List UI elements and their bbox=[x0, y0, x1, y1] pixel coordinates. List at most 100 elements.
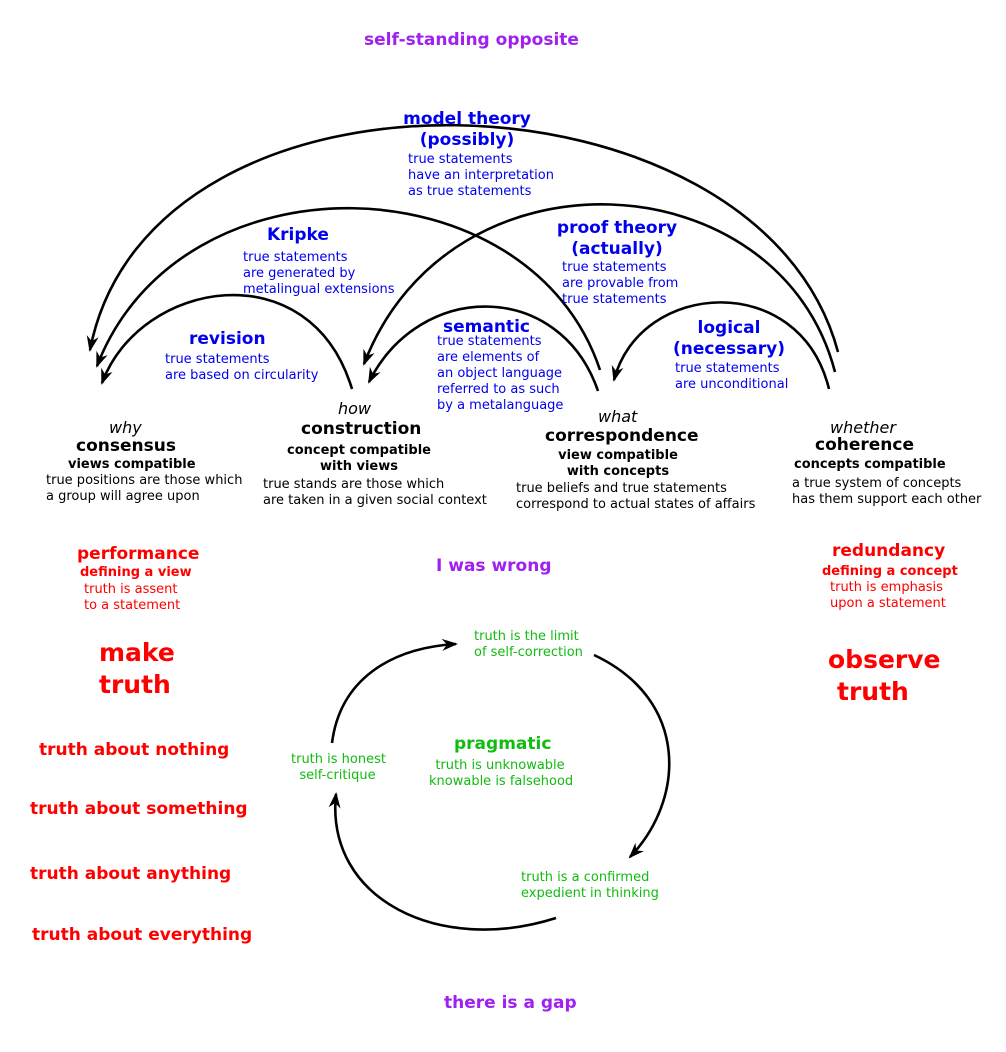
cycle-honest-line: truth is honest bbox=[291, 752, 386, 767]
kripke-line: true statements bbox=[243, 250, 348, 265]
correspondence-desc: true beliefs and true statements corresp… bbox=[516, 481, 755, 513]
correspondence-compat-line: view compatible bbox=[558, 448, 678, 463]
cycle-limit: truth is the limit of self-correction bbox=[474, 629, 583, 661]
semantic-title: semantic bbox=[443, 317, 530, 337]
cycle-limit-line: of self-correction bbox=[474, 645, 583, 660]
pragmatic-title: pragmatic bbox=[454, 734, 552, 754]
logical-line: are unconditional bbox=[675, 377, 789, 392]
cycle-honest-line: self-critique bbox=[299, 768, 376, 783]
performance-desc: truth is assent to a statement bbox=[84, 582, 180, 614]
arc-semantic bbox=[367, 305, 600, 392]
truth-about-item: truth about everything bbox=[32, 925, 253, 945]
model-theory-desc: true statements have an interpretation a… bbox=[408, 152, 554, 200]
semantic-line: are elements of bbox=[437, 350, 540, 365]
semantic-line: referred to as such bbox=[437, 382, 560, 397]
performance-line: to a statement bbox=[84, 598, 181, 613]
correspondence-desc-line: true beliefs and true statements bbox=[516, 481, 727, 496]
consensus-desc: true positions are those which a group w… bbox=[46, 473, 242, 505]
proof-theory-title: proof theory (actually) bbox=[551, 218, 683, 260]
performance-title: performance bbox=[77, 544, 200, 564]
model-theory-line: true statements bbox=[408, 152, 513, 167]
semantic-line: an object language bbox=[437, 366, 563, 381]
cycle-confirmed: truth is a confirmed expedient in thinki… bbox=[521, 870, 659, 902]
proof-theory-heading: proof theory bbox=[556, 218, 678, 238]
model-theory-line: have an interpretation bbox=[408, 168, 554, 183]
consensus-name: consensus bbox=[76, 436, 176, 456]
observe-truth: observe truth bbox=[828, 644, 941, 708]
redundancy-line: upon a statement bbox=[830, 596, 946, 611]
observe-truth-line: observe bbox=[828, 645, 941, 674]
pragmatic-line: truth is unknowable bbox=[435, 758, 565, 773]
correspondence-name: correspondence bbox=[545, 426, 699, 446]
construction-desc-line: are taken in a given social context bbox=[263, 493, 487, 508]
consensus-desc-line: a group will agree upon bbox=[46, 489, 200, 504]
cycle-confirmed-line: truth is a confirmed bbox=[521, 870, 650, 885]
correspondence-question: what bbox=[598, 407, 638, 426]
model-theory-qualifier: (possibly) bbox=[419, 130, 515, 150]
semantic-desc: true statements are elements of an objec… bbox=[437, 334, 563, 414]
performance-sub: defining a view bbox=[80, 565, 192, 580]
arc-model-theory bbox=[86, 123, 840, 353]
construction-question: how bbox=[338, 399, 372, 418]
performance-line: truth is assent bbox=[84, 582, 178, 597]
logical-title: logical (necessary) bbox=[665, 318, 793, 360]
consensus-desc-line: true positions are those which bbox=[46, 473, 243, 488]
middle-label: I was wrong bbox=[436, 556, 552, 576]
model-theory-title: model theory (possibly) bbox=[392, 109, 542, 151]
construction-compat: concept compatible with views bbox=[284, 443, 434, 475]
logical-heading: logical bbox=[697, 318, 761, 338]
truth-about-item: truth about anything bbox=[30, 864, 232, 884]
model-theory-line: as true statements bbox=[408, 184, 532, 199]
construction-desc: true stands are those which are taken in… bbox=[263, 477, 487, 509]
truth-about-item: truth about something bbox=[30, 799, 248, 819]
logical-qualifier: (necessary) bbox=[673, 339, 785, 359]
cycle-arc-limit-to-confirmed bbox=[593, 653, 671, 859]
make-truth-line: truth bbox=[99, 670, 171, 699]
model-theory-heading: model theory bbox=[403, 109, 531, 129]
redundancy-title: redundancy bbox=[832, 541, 946, 561]
proof-theory-line: true statements bbox=[562, 260, 667, 275]
kripke-line: metalingual extensions bbox=[243, 282, 395, 297]
arc-logical bbox=[611, 301, 831, 390]
coherence-name: coherence bbox=[815, 435, 915, 455]
kripke-title: Kripke bbox=[267, 225, 329, 245]
logical-line: true statements bbox=[675, 361, 780, 376]
cycle-limit-line: truth is the limit bbox=[474, 629, 579, 644]
kripke-desc: true statements are generated by metalin… bbox=[243, 250, 395, 298]
construction-name: construction bbox=[301, 419, 422, 439]
coherence-compat: concepts compatible bbox=[794, 457, 946, 472]
cycle-confirmed-line: expedient in thinking bbox=[521, 886, 659, 901]
cycle-honest: truth is honest self-critique bbox=[291, 752, 386, 784]
redundancy-line: truth is emphasis bbox=[830, 580, 943, 595]
consensus-question: why bbox=[109, 418, 142, 437]
proof-theory-line: are provable from bbox=[562, 276, 679, 291]
bottom-label: there is a gap bbox=[444, 993, 577, 1013]
logical-desc: true statements are unconditional bbox=[675, 361, 788, 393]
kripke-line: are generated by bbox=[243, 266, 356, 281]
revision-desc: true statements are based on circularity bbox=[165, 352, 318, 384]
semantic-line: by a metalanguage bbox=[437, 398, 564, 413]
observe-truth-line: truth bbox=[837, 677, 909, 706]
correspondence-compat-line: with concepts bbox=[566, 464, 670, 479]
coherence-desc: a true system of concepts has them suppo… bbox=[792, 476, 981, 508]
redundancy-sub: defining a concept bbox=[822, 564, 958, 579]
redundancy-desc: truth is emphasis upon a statement bbox=[830, 580, 946, 612]
make-truth: make truth bbox=[99, 637, 175, 701]
arc-kripke bbox=[95, 206, 602, 371]
construction-compat-line: concept compatible bbox=[287, 443, 431, 458]
cycle-arc-honest-to-limit bbox=[330, 638, 458, 744]
coherence-desc-line: a true system of concepts bbox=[792, 476, 962, 491]
cycle-arc-confirmed-to-honest bbox=[328, 792, 557, 931]
make-truth-line: make bbox=[99, 638, 175, 667]
arc-proof-theory bbox=[362, 203, 837, 373]
revision-line: true statements bbox=[165, 352, 270, 367]
correspondence-desc-line: correspond to actual states of affairs bbox=[516, 497, 756, 512]
correspondence-compat: view compatible with concepts bbox=[543, 448, 693, 480]
proof-theory-line: true statements bbox=[562, 292, 667, 307]
proof-theory-desc: true statements are provable from true s… bbox=[562, 260, 678, 308]
coherence-desc-line: has them support each other bbox=[792, 492, 982, 507]
coherence-question: whether bbox=[830, 418, 896, 437]
construction-compat-line: with views bbox=[320, 459, 398, 474]
consensus-compat: views compatible bbox=[68, 457, 196, 472]
